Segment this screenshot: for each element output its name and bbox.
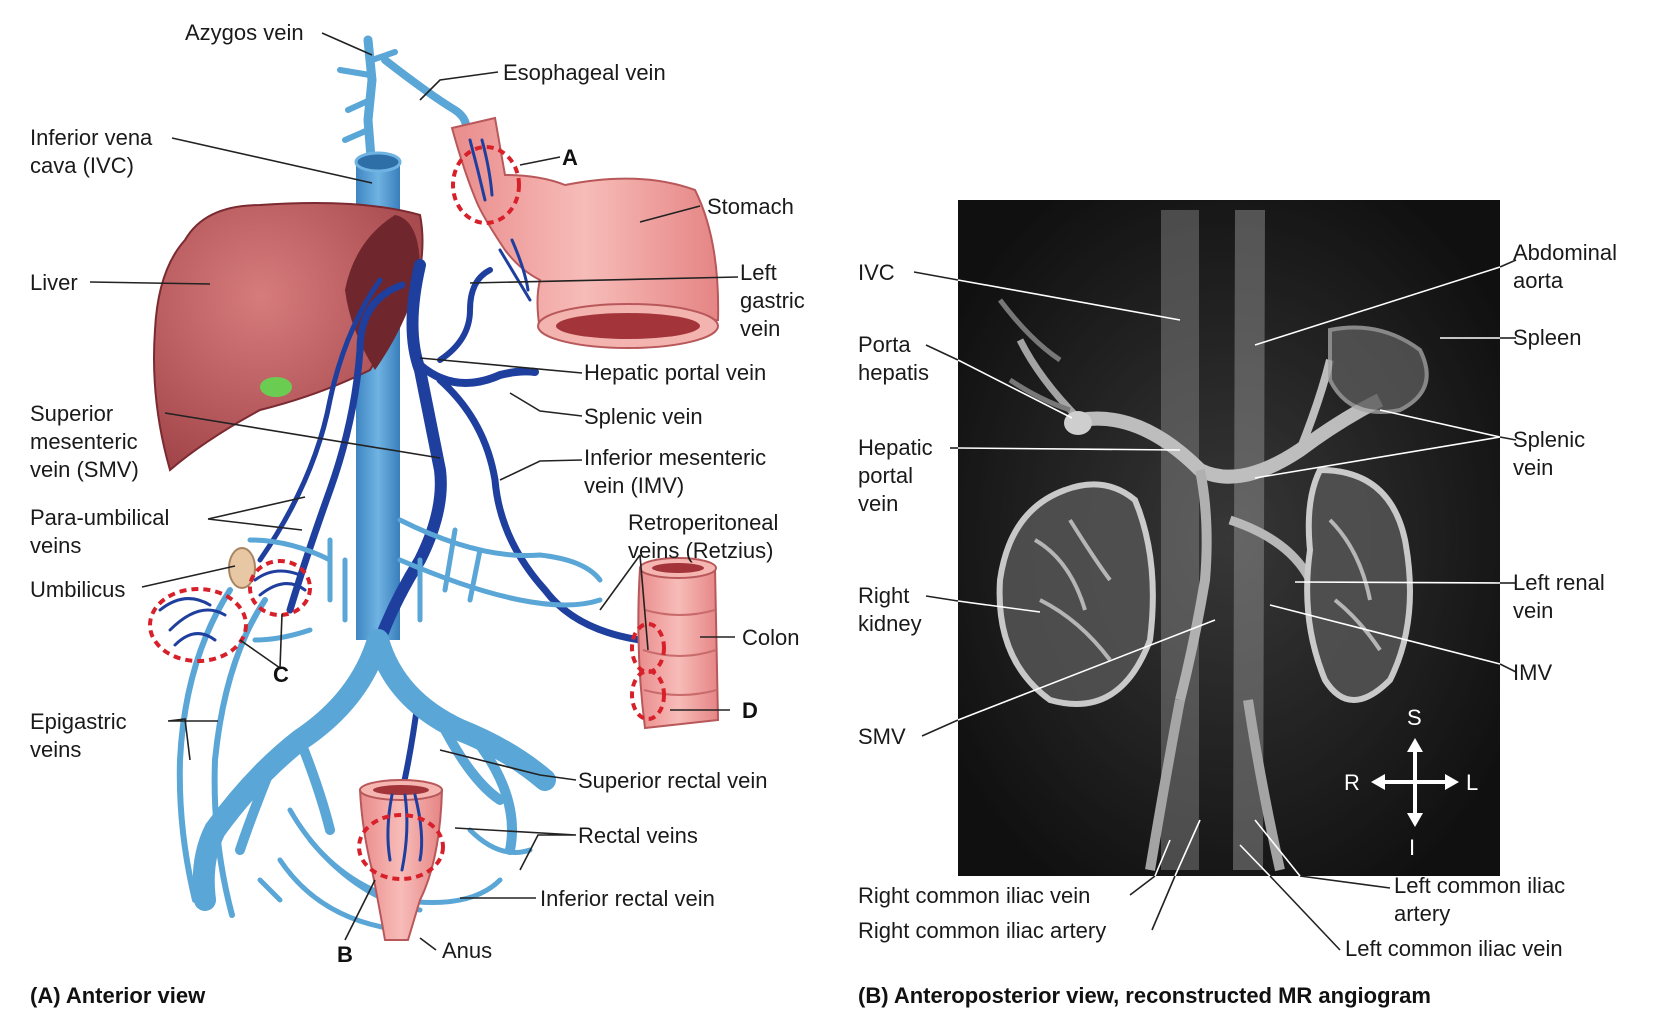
- label-epigastric-line1: Epigastric: [30, 709, 127, 734]
- anastomosis-ring-d2: [630, 669, 666, 721]
- mri-vessels: [996, 209, 1429, 872]
- esophageal-vein: [381, 56, 471, 139]
- label-b-right-kidney-line1: Right: [858, 583, 909, 608]
- anastomosis-ring-a: [451, 145, 521, 225]
- label-anus: Anus: [442, 938, 492, 963]
- label-b-left-renal-line1: Left renal: [1513, 570, 1605, 595]
- label-rectal-veins: Rectal veins: [578, 823, 698, 848]
- label-b-right-common-iliac-artery: Right common iliac artery: [858, 918, 1106, 943]
- label-b-hpv-line3: vein: [858, 491, 898, 516]
- label-b-aorta-line2: aorta: [1513, 268, 1564, 293]
- label-hepatic-portal-vein: Hepatic portal vein: [584, 360, 766, 385]
- label-inferior-rectal-vein: Inferior rectal vein: [540, 886, 715, 911]
- hepatic-portal-vein: [374, 259, 447, 646]
- label-b-right-kidney-line2: kidney: [858, 611, 922, 636]
- epigastric-veins: [176, 587, 233, 903]
- para-umbilical-veins: [257, 277, 383, 563]
- letter-b: B: [337, 942, 353, 967]
- label-b-hpv-line1: Hepatic: [858, 435, 933, 460]
- compass-superior: S: [1407, 705, 1422, 730]
- panel-a-anatomy: Azygos vein Esophageal vein Inferior ven…: [30, 20, 805, 1008]
- label-b-splenic-line1: Splenic: [1513, 427, 1585, 452]
- label-b-spleen: Spleen: [1513, 325, 1582, 350]
- label-b-left-common-iliac-artery-line1: Left common iliac: [1394, 873, 1565, 898]
- label-epigastric-line2: veins: [30, 737, 81, 762]
- label-esophageal-vein: Esophageal vein: [503, 60, 666, 85]
- label-imv-line1: Inferior mesenteric: [584, 445, 766, 470]
- label-smv-line1: Superior: [30, 401, 113, 426]
- caption-panel-b: (B) Anteroposterior view, reconstructed …: [858, 983, 1431, 1008]
- compass-left: L: [1466, 770, 1478, 795]
- label-para-umbilical-line1: Para-umbilical: [30, 505, 169, 530]
- label-stomach: Stomach: [707, 194, 794, 219]
- left-iliac-vein: [367, 629, 556, 791]
- label-para-umbilical-line2: veins: [30, 533, 81, 558]
- compass-inferior: I: [1409, 835, 1415, 860]
- label-b-left-renal-line2: vein: [1513, 598, 1553, 623]
- label-ivc-line1: Inferior vena: [30, 125, 153, 150]
- inferior-mesenteric-vein: [436, 376, 644, 644]
- retroperitoneal-veins: [247, 517, 603, 608]
- umbilicus: [228, 547, 256, 589]
- label-retroperitoneal-line2: veins (Retzius): [628, 538, 773, 563]
- label-b-right-common-iliac-vein: Right common iliac vein: [858, 883, 1090, 908]
- label-smv-line2: mesenteric: [30, 429, 138, 454]
- letter-d: D: [742, 698, 758, 723]
- label-umbilicus: Umbilicus: [30, 577, 125, 602]
- superior-mesenteric-vein: [286, 281, 406, 614]
- orientation-compass: S I R L: [1344, 705, 1478, 860]
- anastomosis-ring-c2: [248, 559, 312, 617]
- label-superior-rectal-vein: Superior rectal vein: [578, 768, 768, 793]
- label-b-porta-line2: hepatis: [858, 360, 929, 385]
- label-liver: Liver: [30, 270, 78, 295]
- label-b-aorta-line1: Abdominal: [1513, 240, 1617, 265]
- label-b-left-common-iliac-vein: Left common iliac vein: [1345, 936, 1563, 961]
- label-b-ivc: IVC: [858, 260, 895, 285]
- label-ivc-line2: cava (IVC): [30, 153, 134, 178]
- label-b-left-common-iliac-artery-line2: artery: [1394, 901, 1450, 926]
- label-left-gastric-line3: vein: [740, 316, 780, 341]
- colon: [637, 557, 720, 730]
- label-imv-line2: vein (IMV): [584, 473, 684, 498]
- label-b-hpv-line2: portal: [858, 463, 913, 488]
- letter-c: C: [273, 662, 289, 687]
- label-retroperitoneal-line1: Retroperitoneal: [628, 510, 778, 535]
- label-b-splenic-line2: vein: [1513, 455, 1553, 480]
- label-smv-line3: vein (SMV): [30, 457, 139, 482]
- label-b-imv: IMV: [1513, 660, 1552, 685]
- caption-panel-a: (A) Anterior view: [30, 983, 206, 1008]
- rectum: [358, 779, 444, 941]
- stomach: [450, 116, 720, 349]
- label-azygos-vein: Azygos vein: [185, 20, 304, 45]
- compass-right: R: [1344, 770, 1360, 795]
- label-left-gastric-line2: gastric: [740, 288, 805, 313]
- label-colon: Colon: [742, 625, 799, 650]
- label-b-smv: SMV: [858, 724, 906, 749]
- left-gastric-vein: [437, 267, 493, 363]
- anastomosis-ring-b: [357, 813, 445, 881]
- label-left-gastric-line1: Left: [740, 260, 777, 285]
- anastomosis-ring-c1: [148, 587, 248, 663]
- letter-a: A: [562, 145, 578, 170]
- panel-b-angiogram: S I R L IVC Abdominal aorta Spleen Porta…: [858, 200, 1617, 1008]
- label-b-porta-line1: Porta: [858, 332, 911, 357]
- label-splenic-vein: Splenic vein: [584, 404, 703, 429]
- anastomosis-ring-d1: [630, 622, 666, 674]
